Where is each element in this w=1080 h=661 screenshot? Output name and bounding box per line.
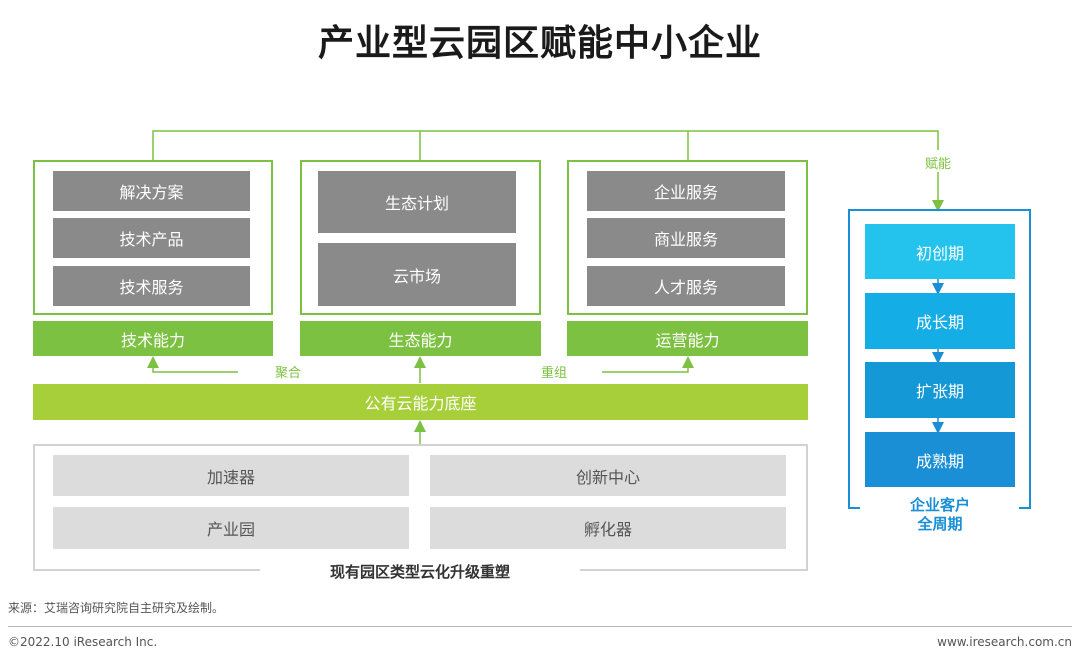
ops-capability-bar: 运营能力: [567, 321, 808, 356]
innovation-center-item: 创新中心: [430, 455, 786, 496]
lifecycle-caption-line2: 全周期: [917, 515, 963, 533]
source-note: 来源：艾瑞咨询研究院自主研究及绘制。: [8, 601, 225, 615]
lifecycle-caption-line1: 企业客户: [909, 496, 970, 514]
solution-item: 解决方案: [53, 171, 250, 211]
eco-plan-item: 生态计划: [318, 171, 516, 233]
cloud-market-item: 云市场: [318, 243, 516, 306]
stage-growth: 成长期: [865, 293, 1015, 349]
footer-divider: [8, 626, 1072, 627]
aggregate-label: 聚合: [275, 366, 302, 381]
tech-service-item: 技术服务: [53, 266, 250, 306]
public-cloud-base-bar: 公有云能力底座: [33, 384, 808, 420]
enterprise-service-item: 企业服务: [587, 171, 785, 211]
empower-label: 赋能: [925, 157, 952, 172]
stage-expansion: 扩张期: [865, 362, 1015, 418]
stage-startup: 初创期: [865, 224, 1015, 279]
talent-service-item: 人才服务: [587, 266, 785, 306]
eco-capability-bar: 生态能力: [300, 321, 541, 356]
restructure-label: 重组: [541, 366, 568, 381]
copyright-text: ©2022.10 iResearch Inc.: [8, 635, 158, 649]
industrial-park-item: 产业园: [53, 507, 409, 549]
lifecycle-caption: 企业客户 全周期: [865, 496, 1015, 534]
website-text: www.iresearch.com.cn: [937, 635, 1072, 649]
incubator-item: 孵化器: [430, 507, 786, 549]
business-service-item: 商业服务: [587, 218, 785, 258]
page-title: 产业型云园区赋能中小企业: [317, 23, 762, 64]
existing-parks-caption: 现有园区类型云化升级重塑: [260, 561, 580, 582]
stage-maturity: 成熟期: [865, 432, 1015, 487]
tech-product-item: 技术产品: [53, 218, 250, 258]
tech-capability-bar: 技术能力: [33, 321, 273, 356]
accelerator-item: 加速器: [53, 455, 409, 496]
